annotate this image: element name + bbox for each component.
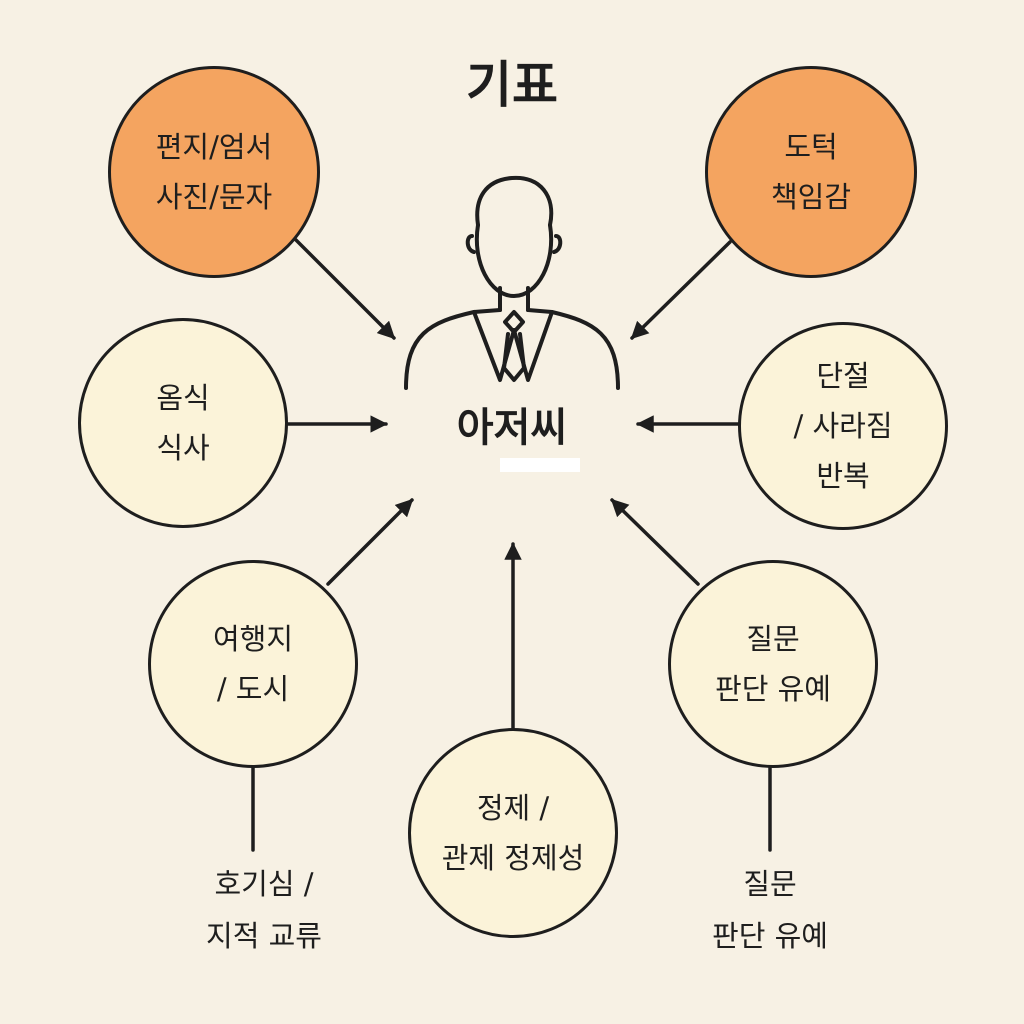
node-food-meal: 옴식 식사 — [78, 318, 288, 528]
label-question-judgment: 질문 판단 유예 — [660, 858, 880, 962]
label-line: 질문 — [743, 867, 797, 901]
node-line: 질문 — [746, 622, 800, 656]
man-in-suit-icon — [404, 175, 620, 390]
center-underline-mark — [500, 458, 580, 472]
node-identity: 정제 / 관제 정제성 — [408, 728, 618, 938]
center-label: 아저씨 — [456, 405, 568, 451]
node-line: 도턱 — [784, 130, 838, 164]
arrow-moral-to-center — [630, 240, 732, 340]
node-breakup-disappearance: 단절 / 사라짐 반복 — [738, 322, 948, 530]
label-line: 지적 교류 — [206, 919, 322, 953]
node-line: / 사라짐 — [793, 409, 893, 443]
node-question-judgment: 질문 판단 유예 — [668, 560, 878, 768]
node-travel-city: 여행지 / 도시 — [148, 560, 358, 768]
node-line: 책임감 — [770, 180, 852, 214]
node-line: 판단 유예 — [715, 672, 831, 706]
node-line: 식사 — [156, 431, 210, 465]
arrow-travel-to-center — [326, 498, 414, 586]
node-letters-photos: 편지/엄서 사진/문자 — [108, 66, 320, 278]
diagram-title: 기표 — [466, 56, 558, 114]
label-curiosity-exchange: 호기심 / 지적 교류 — [154, 858, 374, 962]
node-morality-responsibility: 도턱 책임감 — [705, 66, 917, 278]
node-line: 관제 정제성 — [441, 841, 585, 875]
node-line: 반복 — [816, 459, 870, 493]
node-line: 여행지 — [212, 622, 294, 656]
node-line: 사진/문자 — [155, 180, 273, 214]
arrow-question-to-center — [610, 498, 700, 586]
label-line: 판단 유예 — [712, 919, 828, 953]
node-line: 옴식 — [156, 381, 210, 415]
node-line: 정제 / — [476, 791, 550, 825]
node-line: 단절 — [816, 359, 870, 393]
label-line: 호기심 / — [214, 867, 314, 901]
node-line: 편지/엄서 — [155, 130, 273, 164]
arrow-letters-to-center — [294, 238, 396, 340]
node-line: / 도시 — [216, 672, 290, 706]
